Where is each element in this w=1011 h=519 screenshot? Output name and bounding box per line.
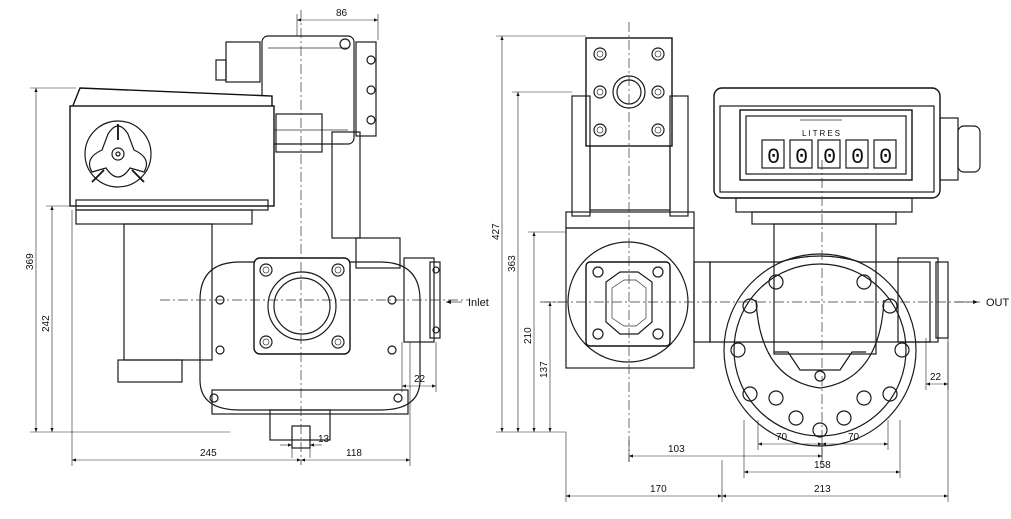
outlet-label: OUT <box>986 297 1010 309</box>
counter-digit-1: 0 <box>767 145 780 170</box>
dim-right-width-left: 170 <box>650 484 667 495</box>
dim-width-right: 118 <box>346 448 362 459</box>
left-view: Inlet 86 369 242 22 <box>25 8 489 466</box>
meter-chamber <box>709 223 949 447</box>
top-flange-block <box>565 37 695 229</box>
counter-digit-3: 0 <box>823 145 836 170</box>
register-box <box>69 87 323 225</box>
inlet-label: Inlet <box>468 297 489 309</box>
counter-digits: 0 0 0 0 0 <box>761 139 897 170</box>
flange-bolts <box>259 263 345 349</box>
dim-right-total-height: 427 <box>491 223 502 240</box>
top-flange-bolts <box>593 47 665 137</box>
right-dimensions: 427 363 210 137 22 103 <box>491 35 949 502</box>
dim-width-left: 245 <box>200 448 217 459</box>
counter-digit-2: 0 <box>795 145 808 170</box>
counter-digit-4: 0 <box>851 145 864 170</box>
dim-right-base-height: 137 <box>539 361 550 378</box>
left-dimensions: 86 369 242 22 13 2 <box>25 8 437 466</box>
dim-bolt-span: 158 <box>814 460 831 471</box>
counter-label: LITRES <box>802 129 842 138</box>
counter-box: LITRES 0 0 0 0 0 <box>713 87 981 225</box>
left-port-housing <box>565 227 711 369</box>
counter-digit-5: 0 <box>879 145 892 170</box>
dim-right-body-height: 363 <box>507 255 518 272</box>
left-body <box>117 131 441 449</box>
dim-flange-height: 242 <box>41 315 52 332</box>
right-view: LITRES 0 0 0 0 0 <box>491 22 1010 502</box>
dim-right-flange-offset: 22 <box>930 372 942 383</box>
chamber-bolts <box>730 274 910 438</box>
dim-total-height: 369 <box>25 253 36 270</box>
top-housing <box>215 35 377 145</box>
dim-top-width: 86 <box>336 8 348 19</box>
dim-right-width-right: 213 <box>814 484 831 495</box>
dim-port-offset: 103 <box>668 444 685 455</box>
dim-bolt-left: 70 <box>776 432 788 443</box>
dim-flange-offset: 22 <box>414 374 426 385</box>
dim-shaft-width: 13 <box>318 434 330 445</box>
dim-right-port-height: 210 <box>523 327 534 344</box>
dim-bolt-right: 70 <box>848 432 860 443</box>
